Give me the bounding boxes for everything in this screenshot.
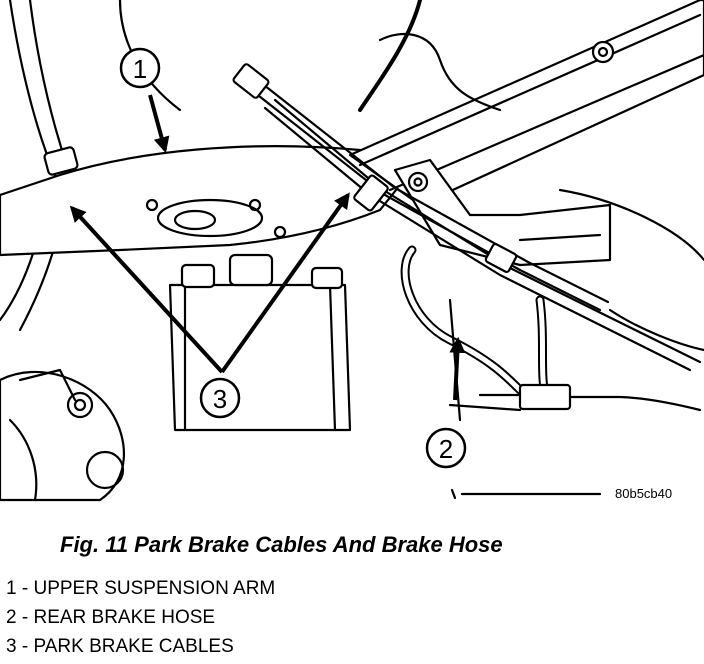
- callout-3-number: 3: [213, 384, 227, 414]
- callout-1-number: 1: [133, 54, 147, 84]
- legend-item-label: REAR BRAKE HOSE: [33, 607, 216, 628]
- callout-leaders: [69, 94, 466, 401]
- legend-item: 3 - PARK BRAKE CABLES: [6, 632, 275, 661]
- leader-1: [148, 94, 170, 154]
- vehicle-underbody-drawing: [0, 0, 704, 502]
- parts-legend: 1 - UPPER SUSPENSION ARM 2 - REAR BRAKE …: [6, 574, 275, 661]
- callout-2: 2: [425, 427, 467, 469]
- legend-item-label: PARK BRAKE CABLES: [33, 636, 234, 657]
- legend-item-number: 3: [6, 636, 17, 657]
- figure-reference-code: 80b5cb40: [615, 486, 672, 501]
- leader-3b: [220, 192, 350, 374]
- callout-2-number: 2: [439, 434, 453, 464]
- legend-item-separator: -: [16, 636, 34, 657]
- callout-1: 1: [119, 47, 161, 89]
- legend-item-separator: -: [16, 578, 34, 599]
- legend-item-separator: -: [16, 607, 34, 628]
- legend-item-label: UPPER SUSPENSION ARM: [33, 578, 276, 599]
- callout-3: 3: [199, 377, 241, 419]
- figure-caption: Fig. 11 Park Brake Cables And Brake Hose: [60, 532, 503, 557]
- leader-2: [449, 336, 466, 401]
- legend-item: 2 - REAR BRAKE HOSE: [6, 603, 275, 632]
- legend-item-number: 2: [6, 607, 17, 628]
- park-brake-diagram: 1 2 3 80b5cb40: [0, 0, 704, 502]
- leader-3a: [69, 205, 224, 374]
- legend-item: 1 - UPPER SUSPENSION ARM: [6, 574, 275, 603]
- legend-item-number: 1: [6, 578, 17, 599]
